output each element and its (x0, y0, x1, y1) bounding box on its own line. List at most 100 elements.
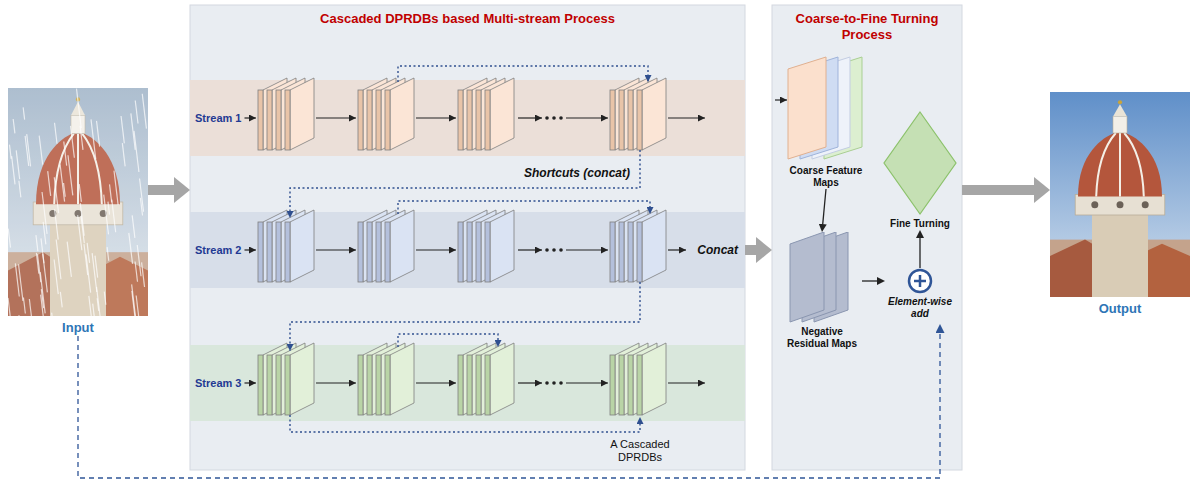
shortcut-line (290, 282, 640, 351)
stream-label: Stream 3 (195, 377, 241, 390)
connector-arrow (78, 333, 940, 478)
dprdb-cascade (258, 210, 666, 282)
dprdb-block (458, 210, 514, 282)
ellipsis-dot (545, 116, 549, 120)
coarse-drawing (778, 55, 874, 163)
flow-arrow (416, 382, 456, 383)
dprdb-cascade (258, 78, 666, 150)
stream-band: Stream 1 (190, 80, 745, 156)
shortcut-line (398, 66, 648, 82)
dprdb-block (610, 343, 666, 415)
photo-drawing (8, 88, 148, 316)
stream-label: Stream 1 (195, 112, 241, 125)
dprdb-block (358, 78, 414, 150)
flow-arrow (518, 249, 542, 250)
ellipsis-dot (552, 381, 556, 385)
shortcut-line (290, 415, 640, 432)
connector-arrow (823, 189, 826, 224)
connector-arrow (962, 185, 1034, 195)
connector-arrow (862, 280, 877, 281)
ellipsis-dot (545, 248, 549, 252)
maps-caption: Negative Residual Maps (782, 324, 862, 350)
operation-caption: Element-wise add (885, 294, 955, 324)
plus-drawing (885, 268, 955, 294)
ellipsis-dot (559, 116, 563, 120)
stream-band: Stream 2 (190, 212, 745, 288)
dprdb-block (458, 343, 514, 415)
ellipsis-dot (559, 248, 563, 252)
add-symbol: Element-wise add (885, 268, 955, 324)
feature-map-stack (788, 57, 862, 159)
shortcut-line (290, 150, 640, 218)
flow-arrow (416, 249, 456, 250)
image-caption: Input (8, 316, 148, 336)
flow-arrow (668, 249, 686, 250)
stream-label: Stream 2 (195, 244, 241, 257)
block-note: A Cascaded DPRDBs (603, 438, 677, 464)
panel-ground (190, 5, 745, 470)
shortcut-line (398, 201, 650, 214)
residual-maps: Negative Residual Maps (782, 232, 862, 350)
shortcut-line (398, 334, 498, 347)
flow-arrow (775, 99, 787, 100)
photo-scene (8, 88, 148, 316)
flow-arrow (244, 249, 256, 250)
flow-arrow (244, 117, 256, 118)
dprdb-block (258, 78, 314, 150)
flow-arrow (566, 249, 608, 250)
operation-caption: Fine Turning (880, 216, 960, 230)
flow-arrow (316, 382, 356, 383)
process-panel: Coarse-to-Fine Turning ProcessCoarse Fea… (772, 5, 962, 470)
dprdb-block (610, 78, 666, 150)
stream-band: Stream 3 (190, 345, 745, 421)
flow-arrow (316, 117, 356, 118)
diamond-drawing (880, 110, 960, 216)
flow-arrow (566, 382, 608, 383)
connector-arrow (919, 238, 920, 268)
dprdb-block (358, 343, 414, 415)
residual-map-stack (790, 232, 848, 322)
flow-arrow (518, 117, 542, 118)
dprdb-block (258, 343, 314, 415)
flow-arrow (316, 249, 356, 250)
photo-drawing (1050, 92, 1190, 297)
ellipsis-dot (552, 116, 556, 120)
flow-arrow (244, 382, 256, 383)
photo-scene (1050, 92, 1190, 297)
input-image: Input (8, 88, 148, 336)
connector-arrow (745, 245, 756, 255)
ellipsis-dot (552, 248, 556, 252)
output-image: Output (1050, 92, 1190, 317)
flow-arrow (668, 117, 705, 118)
flow-arrow (668, 382, 705, 383)
dprdb-cascade (258, 343, 666, 415)
ellipsis-dot (545, 381, 549, 385)
connector-label: Concat (697, 243, 738, 258)
shortcut-note: Shortcuts (concat) (524, 166, 630, 181)
panel-title: Coarse-to-Fine Turning Process (772, 5, 962, 43)
flow-arrow (416, 117, 456, 118)
image-caption: Output (1050, 297, 1190, 317)
dprdb-block (458, 78, 514, 150)
process-panel: Cascaded DPRDBs based Multi-stream Proce… (190, 5, 745, 470)
decision-diamond: Fine Turning (880, 110, 960, 230)
diamond-shape (884, 112, 956, 214)
panel-ground (772, 5, 962, 470)
dprdb-block (258, 210, 314, 282)
ellipsis-dot (559, 381, 563, 385)
connector-arrow (148, 185, 174, 195)
feature-maps: Coarse Feature Maps (778, 55, 874, 189)
panel-title: Cascaded DPRDBs based Multi-stream Proce… (190, 5, 745, 27)
flow-arrow (518, 382, 542, 383)
flow-arrow (566, 117, 608, 118)
maps-caption: Coarse Feature Maps (778, 163, 874, 189)
add-symbol-shape (909, 270, 931, 292)
dprdb-block (358, 210, 414, 282)
dprdb-block (610, 210, 666, 282)
neg-drawing (782, 232, 862, 324)
